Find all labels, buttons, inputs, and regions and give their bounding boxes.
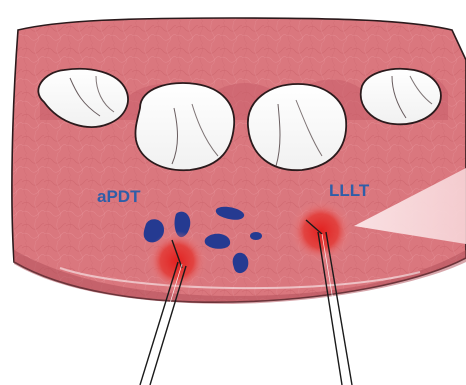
tooth-icon bbox=[135, 83, 234, 170]
tooth-icon bbox=[361, 69, 441, 125]
laser-spot-icon bbox=[147, 231, 207, 291]
lllt-label: LLLT bbox=[329, 181, 370, 200]
apdt-label: aPDT bbox=[97, 187, 141, 206]
tooth-icon bbox=[248, 84, 346, 170]
